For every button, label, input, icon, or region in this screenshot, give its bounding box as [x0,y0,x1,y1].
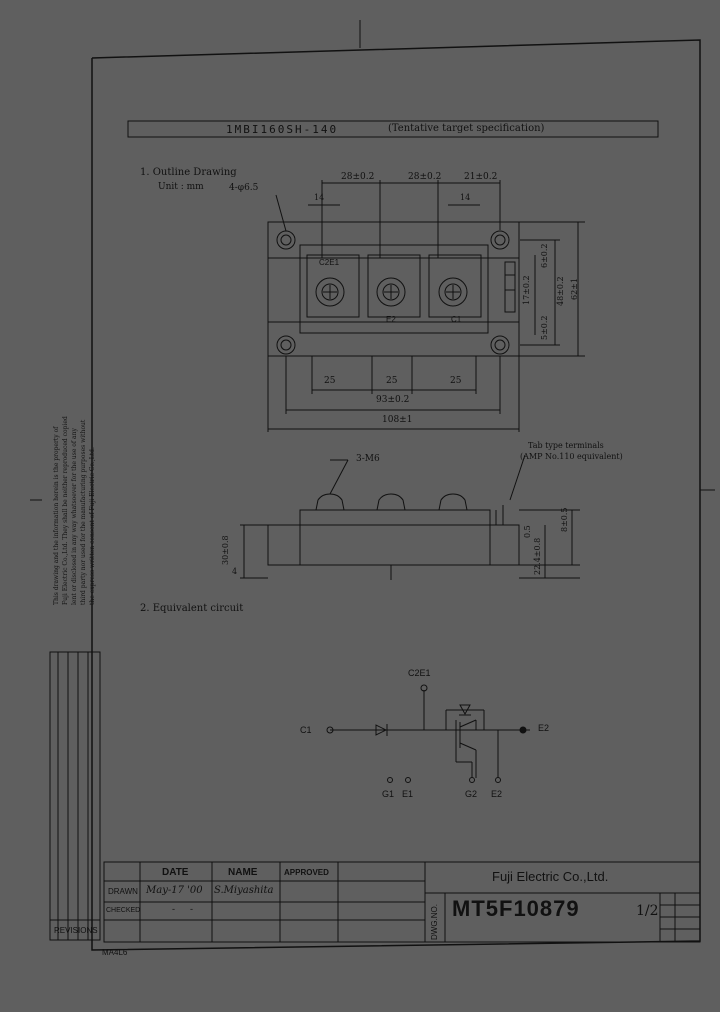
dim-side-30: 30±0.8 [221,535,230,565]
tb-checked-name: - [190,905,194,915]
tb-dwg-label: DWG.NO. [430,904,439,940]
terminal-label-c1: C1 [451,315,462,324]
notice-line: This drawing and the information herein … [53,426,60,605]
dim-top-1: 28±0.2 [341,172,375,182]
document-title: 1MBI160SH-140 [226,123,339,136]
dim-bottom-2: 25 [386,376,398,386]
dim-small-14-right: 14 [460,193,471,202]
dim-side-4: 4 [232,567,238,576]
dim-top-3: 21±0.2 [464,172,498,182]
dim-width-108: 108±1 [382,415,413,425]
tb-approved-header: APPROVED [284,868,329,877]
property-notice: This drawing and the information herein … [52,375,97,605]
circuit-heading: 2. Equivalent circuit [140,603,244,614]
dim-side-0-5: 0.5 [523,525,532,538]
dim-width-93: 93±0.2 [376,395,410,405]
node-g1: G1 [382,789,395,799]
tb-checked-label: CHECKED [106,907,141,914]
dim-right-62: 62±1 [570,278,579,300]
terminal-label-c2e1: C2E1 [319,258,340,267]
tb-sheet: 1/2 [636,903,659,919]
document-note: (Tentative target specification) [388,123,545,134]
dim-right-48: 48±0.2 [556,276,565,306]
node-e2-bottom: E2 [491,789,503,799]
node-c2e1: C2E1 [408,668,431,678]
notice-line: lent or disclosed in any way whatsoever … [71,428,78,605]
notice-line: Fuji Electric Co.,Ltd. They shall be nei… [62,416,69,605]
outline-heading: 1. Outline Drawing [140,167,237,178]
tb-revisions-label: REVISIONS [54,926,98,935]
dim-small-14-left: 14 [314,193,325,202]
tb-drawn-label: DRAWN [108,887,138,896]
dim-side-22-4: 22.4±0.8 [533,537,542,575]
tb-company: Fuji Electric Co.,Ltd. [492,869,609,884]
dim-bottom-3: 25 [450,376,462,386]
node-e2: E2 [538,723,550,733]
tb-date-header: DATE [162,867,189,878]
terminal-label-e2: E2 [386,315,396,324]
notice-line: the express written consent of Fuji Elec… [89,447,96,605]
dim-side-8: 8±0.5 [560,507,569,532]
notice-line: third party nor used for the manufacturi… [80,419,87,605]
tab-note-line2: (AMP No.110 equivalent) [520,452,623,461]
tb-checked-date: - [172,905,176,915]
tb-drawn-name: S.Miyashita [214,885,274,896]
side-callout-m6: 3-M6 [356,454,380,464]
dim-right-5: 5±0.2 [540,315,549,340]
dim-right-6: 6±0.2 [540,243,549,268]
node-c1: C1 [300,725,312,735]
tab-note-line1: Tab type terminals [528,441,604,450]
tb-name-header: NAME [228,867,258,878]
outline-unit: Unit : mm [158,182,204,192]
dim-bottom-1: 25 [324,376,336,386]
dim-right-17: 17±0.2 [522,275,531,305]
node-g2: G2 [465,789,478,799]
tb-form-code: MA4L6 [102,948,128,957]
tb-dwg-number: MT5F10879 [452,896,580,921]
node-e1: E1 [402,789,414,799]
tb-drawn-date: May-17 '00 [146,885,203,896]
dim-top-2: 28±0.2 [408,172,442,182]
holes-callout: 4-φ6.5 [229,183,259,193]
